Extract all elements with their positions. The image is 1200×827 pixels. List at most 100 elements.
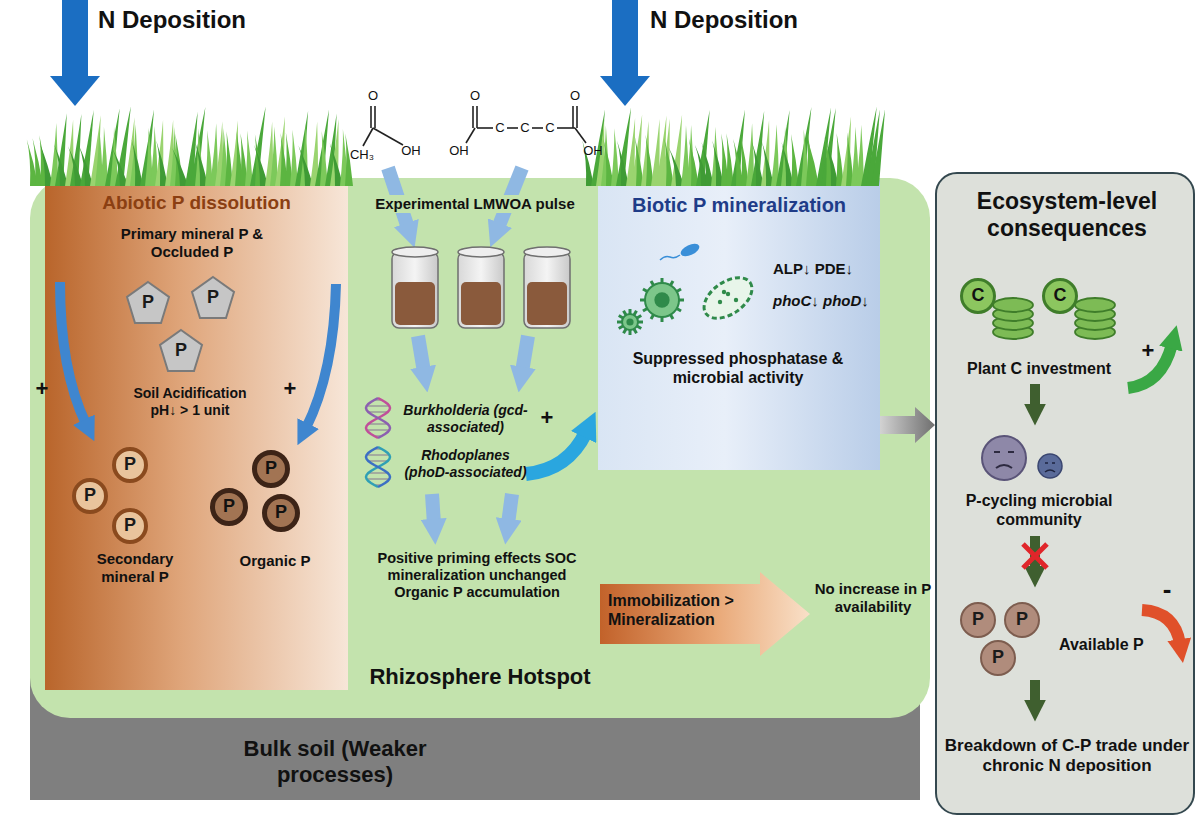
carbon-coin: C [960, 278, 996, 314]
sad-face [994, 452, 1014, 468]
enzyme-label: ALP↓ PDE↓ [773, 260, 873, 278]
cell-granule [718, 300, 722, 304]
effect-sign: + [1140, 338, 1156, 364]
chemical-bond [373, 128, 403, 145]
consequence-label: Available P [1059, 636, 1169, 655]
chemical-bond [476, 106, 478, 128]
dna-rung [368, 411, 387, 413]
p-symbol: P [1016, 609, 1028, 630]
soil-sample [527, 282, 567, 325]
dna-strand [366, 447, 390, 487]
text-holder: - [1160, 574, 1174, 605]
text-holder: C [1045, 281, 1075, 311]
carbon-symbol: C [972, 285, 985, 306]
text-holder: P [116, 451, 144, 479]
available-p-circle: P [980, 640, 1016, 676]
cell-granule [722, 290, 726, 294]
dna-rung [367, 429, 390, 431]
deposition-arrowhead [50, 76, 100, 106]
text-holder: O [568, 88, 582, 103]
text-holder: Plant C investment [949, 360, 1129, 379]
microbe-core [626, 318, 633, 325]
pentagon-shape [127, 282, 169, 323]
pentagon-shape [192, 277, 234, 318]
atom-label: C [519, 120, 531, 135]
deposition-arrow [62, 0, 88, 76]
atom-label: C [544, 120, 556, 135]
text-holder: Immobilization > Mineralization [608, 592, 760, 630]
dna-rung [368, 460, 387, 462]
text-holder: Rhodoplanes (phoD-associated) [398, 447, 533, 480]
arrow-label: Immobilization > Mineralization [608, 592, 760, 630]
available-p-circle: P [1004, 602, 1040, 638]
text-holder: OH [446, 143, 472, 158]
flow-arrow [418, 336, 424, 372]
atom-label: C [494, 120, 506, 135]
text-holder: O [366, 88, 380, 103]
text-holder: OH [398, 143, 424, 158]
dissolution-arrow [306, 284, 336, 428]
grass-blade [669, 147, 684, 186]
flow-arrow [508, 494, 512, 524]
pool-label: Primary mineral P & Occluded P [117, 225, 267, 260]
effect-sign: + [282, 376, 298, 402]
text-holder: Rhizosphere Hotspot [350, 664, 610, 690]
deposition-arrow [612, 0, 638, 76]
p-symbol: P [992, 647, 1004, 668]
incubation-jar [524, 252, 570, 328]
effect-sign: + [538, 405, 556, 431]
text-holder: Available P [1059, 636, 1169, 655]
coin-stack [993, 298, 1033, 312]
abiotic-panel: PPPPPPPPPAbiotic P dissolutionPrimary mi… [45, 180, 348, 690]
outcome-label: Positive priming effects SOC mineralizat… [362, 550, 592, 601]
immobilization-arrow: Immobilization > Mineralization [600, 572, 810, 656]
dormant-microbe [982, 436, 1026, 480]
available-p-circle: P [960, 602, 996, 638]
text-holder: phoC↓ phoD↓ [773, 292, 878, 310]
ecosystem-panel: CCPPPEcosystem-level consequencesPlant C… [935, 172, 1195, 815]
flagellate-cell [679, 241, 701, 259]
text-holder: Biotic P mineralization [603, 194, 875, 218]
conclusion-label: Breakdown of C-P trade under chronic N d… [943, 736, 1191, 776]
driver-label: N Deposition [650, 6, 825, 34]
chemical-bond [572, 106, 574, 128]
decrease-arrow [1142, 610, 1180, 644]
text-holder: P [76, 482, 104, 510]
flagellum [660, 255, 680, 260]
organic-p-circle: P [210, 488, 248, 526]
chemical-bond [374, 106, 376, 128]
flow-arrow [432, 494, 434, 524]
dna-strand [366, 398, 390, 438]
grass-blade [871, 109, 885, 186]
grass-blade [172, 148, 188, 186]
text-holder: O [468, 88, 482, 103]
grass-blade [112, 148, 128, 186]
text-holder: C [519, 120, 531, 135]
effect-sign: + [34, 376, 50, 402]
text-holder: Bulk soil (Weaker processes) [225, 736, 445, 788]
p-symbol: P [275, 502, 287, 523]
text-holder: Organic P [220, 552, 330, 570]
p-symbol: P [124, 515, 136, 536]
primary-p-pentagon: P [125, 280, 171, 326]
outcome-label: No increase in P availability [814, 580, 932, 615]
panel-heading: Abiotic P dissolution [50, 192, 343, 214]
carbon-symbol: C [1054, 285, 1067, 306]
text-holder: P [116, 512, 144, 540]
text-holder: Suppressed phosphatase & microbial activ… [613, 350, 863, 388]
blocked-mark [1023, 544, 1047, 568]
text-holder: Soil Acidification pH↓ > 1 unit [120, 385, 260, 418]
sad-face [1045, 463, 1055, 472]
pool-label: Secondary mineral P [80, 550, 190, 585]
atom-label: CH₃ [343, 147, 381, 162]
text-holder: N Deposition [650, 6, 825, 34]
taxon-label: Rhodoplanes (phoD-associated) [398, 447, 533, 480]
text-holder: Primary mineral P & Occluded P [117, 225, 267, 260]
dna-rung [367, 454, 390, 456]
cell-granule [734, 298, 738, 302]
dna-rung [368, 472, 387, 474]
organic-p-circle: P [262, 494, 300, 532]
text-holder: ALP↓ PDE↓ [773, 260, 873, 278]
primary-p-pentagon: P [190, 275, 236, 321]
